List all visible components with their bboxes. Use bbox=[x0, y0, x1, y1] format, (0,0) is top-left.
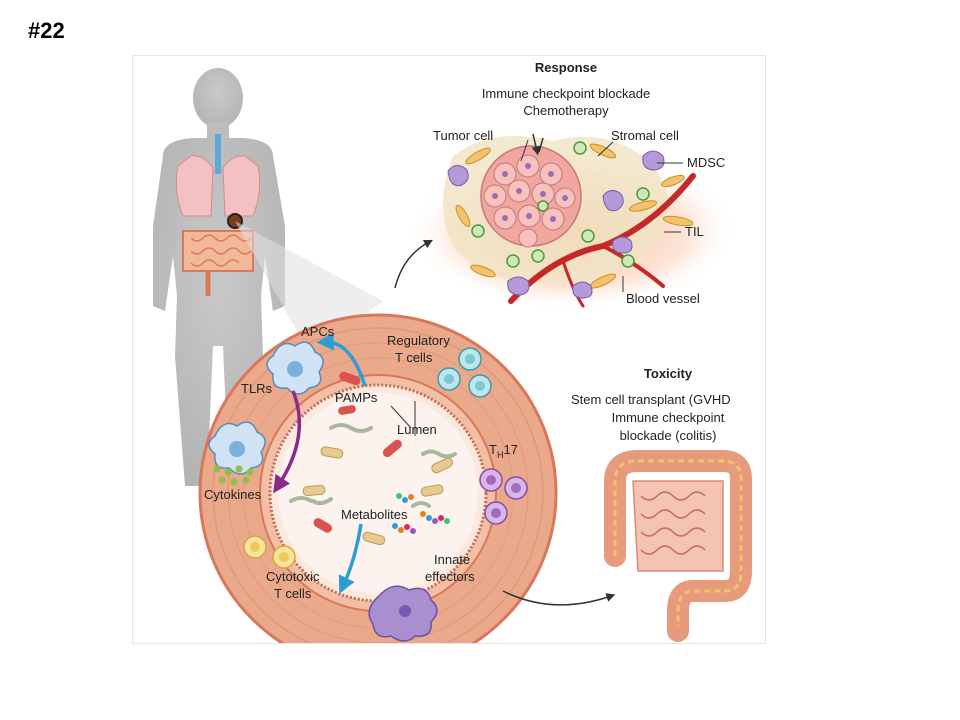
tumor-microenvironment-illustration bbox=[408, 133, 738, 311]
cytotoxic-label-2: T cells bbox=[274, 586, 312, 601]
tlrs-label: TLRs bbox=[241, 381, 273, 396]
stromal-cell-label: Stromal cell bbox=[611, 128, 679, 143]
response-line-2: Chemotherapy bbox=[523, 103, 609, 118]
toxicity-line-3: blockade (colitis) bbox=[620, 428, 717, 443]
innate-label-1: Innate bbox=[434, 552, 470, 567]
regulatory-label-1: Regulatory bbox=[387, 333, 450, 348]
lumen-microbes bbox=[289, 371, 457, 546]
slide-number: #22 bbox=[28, 18, 65, 43]
mdsc-label: MDSC bbox=[687, 155, 725, 170]
metabolites-arrow bbox=[338, 523, 363, 594]
response-line-1: Immune checkpoint blockade bbox=[482, 86, 650, 101]
toxicity-title: Toxicity bbox=[644, 366, 693, 381]
cytokines-label: Cytokines bbox=[204, 487, 262, 502]
to-toxicity-arrow bbox=[502, 590, 616, 606]
toxicity-line-2: Immune checkpoint bbox=[612, 410, 725, 425]
innate-label-2: effectors bbox=[425, 569, 475, 584]
regulatory-label-2: T cells bbox=[395, 350, 433, 365]
response-title: Response bbox=[535, 60, 597, 75]
pamps-label: PAMPs bbox=[335, 390, 378, 405]
immune-microbiome-figure: Response Immune checkpoint blockade Chem… bbox=[132, 55, 766, 644]
inflamed-colon-illustration bbox=[604, 450, 752, 642]
apc-arrow bbox=[316, 332, 367, 387]
til-label: TIL bbox=[685, 224, 704, 239]
tumor-cell-label: Tumor cell bbox=[433, 128, 493, 143]
apcs-label: APCs bbox=[301, 324, 335, 339]
lumen-label: Lumen bbox=[397, 422, 437, 437]
metabolites-label: Metabolites bbox=[341, 507, 408, 522]
tlr-cytokine-arrow bbox=[273, 390, 302, 494]
to-response-arrow bbox=[394, 239, 433, 289]
blood-vessel-label: Blood vessel bbox=[626, 291, 700, 306]
th17-label: TH17 bbox=[489, 442, 518, 460]
toxicity-line-1: Stem cell transplant (GVHD bbox=[571, 392, 731, 407]
gut-immune-cells bbox=[208, 341, 528, 642]
cytotoxic-label-1: Cytotoxic bbox=[266, 569, 320, 584]
